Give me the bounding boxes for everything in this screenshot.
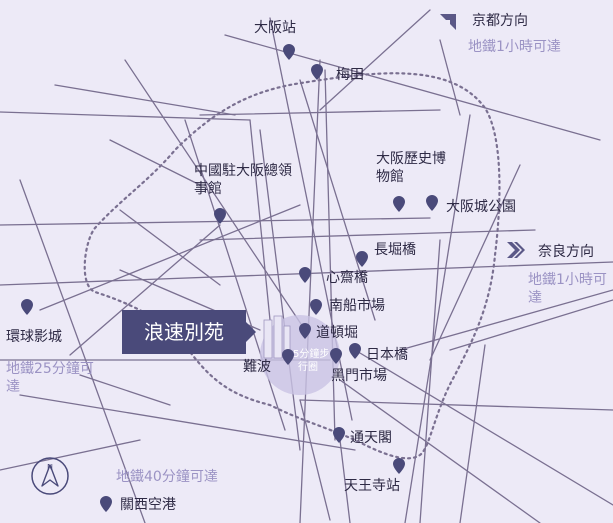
station-tennoji: 天王寺站 bbox=[344, 478, 400, 494]
compass-icon: N bbox=[31, 457, 69, 495]
location-pin-icon bbox=[100, 496, 112, 512]
kuromon-market-label: 黑門市場 bbox=[331, 368, 387, 384]
station-osaka: 大阪站 bbox=[254, 20, 296, 36]
castle-park-label: 大阪城公園 bbox=[446, 199, 516, 215]
kyoto-travel-note: 地鐵1小時可達 bbox=[468, 39, 561, 55]
tsutenkaku-label: 通天閣 bbox=[350, 430, 392, 446]
station-namba: 難波 bbox=[243, 359, 271, 375]
location-pin-icon bbox=[299, 323, 311, 339]
location-pin-icon bbox=[393, 458, 405, 474]
dotonbori-label: 道頓堀 bbox=[316, 325, 358, 341]
compass-north-label: N bbox=[47, 463, 53, 472]
location-pin-icon bbox=[214, 208, 226, 224]
location-pin-icon bbox=[283, 44, 295, 60]
consulate-label: 中國駐大阪總領事館 bbox=[194, 163, 292, 197]
usj-label: 環球影城 bbox=[6, 329, 62, 345]
location-pin-icon bbox=[426, 195, 438, 211]
building-icon bbox=[263, 315, 291, 359]
nara-direction-label: 奈良方向 bbox=[538, 244, 594, 260]
usj-travel-note: 地鐵25分鐘可達 bbox=[6, 361, 94, 395]
location-pin-icon bbox=[21, 299, 33, 315]
roads bbox=[0, 9, 613, 523]
location-pin-icon bbox=[330, 348, 342, 364]
hero-property-label[interactable]: 浪速別苑 bbox=[122, 310, 246, 354]
kyoto-direction-label: 京都方向 bbox=[472, 13, 528, 29]
station-nipponbashi: 日本橋 bbox=[366, 347, 408, 363]
station-shinsaibashi: 心齋橋 bbox=[326, 270, 368, 286]
direction-arrow-icon bbox=[440, 14, 456, 30]
nara-travel-note: 地鐵1小時可達 bbox=[528, 272, 607, 306]
jr-loop-line bbox=[83, 72, 501, 460]
location-pin-icon bbox=[356, 251, 368, 267]
kansai-airport-label: 關西空港 bbox=[120, 497, 176, 513]
direction-arrow-icon bbox=[507, 242, 525, 258]
location-pin-icon bbox=[393, 196, 405, 212]
hero-pointer bbox=[246, 322, 256, 342]
location-pin-icon bbox=[282, 349, 294, 365]
location-pin-icon bbox=[333, 427, 345, 443]
station-nagahoribashi: 長堀橋 bbox=[374, 242, 416, 258]
airport-travel-note: 地鐵40分鐘可達 bbox=[116, 469, 218, 485]
location-pin-icon bbox=[349, 343, 361, 359]
station-umeda: 梅田 bbox=[336, 67, 364, 83]
location-pin-icon bbox=[311, 64, 323, 80]
location-pin-icon bbox=[310, 299, 322, 315]
walk-circle-label: 15分鐘步行圈 bbox=[286, 349, 330, 373]
museum-label: 大阪歷史博物館 bbox=[376, 151, 446, 185]
minami-senba-label: 南船市場 bbox=[329, 298, 385, 314]
location-pin-icon bbox=[299, 267, 311, 283]
